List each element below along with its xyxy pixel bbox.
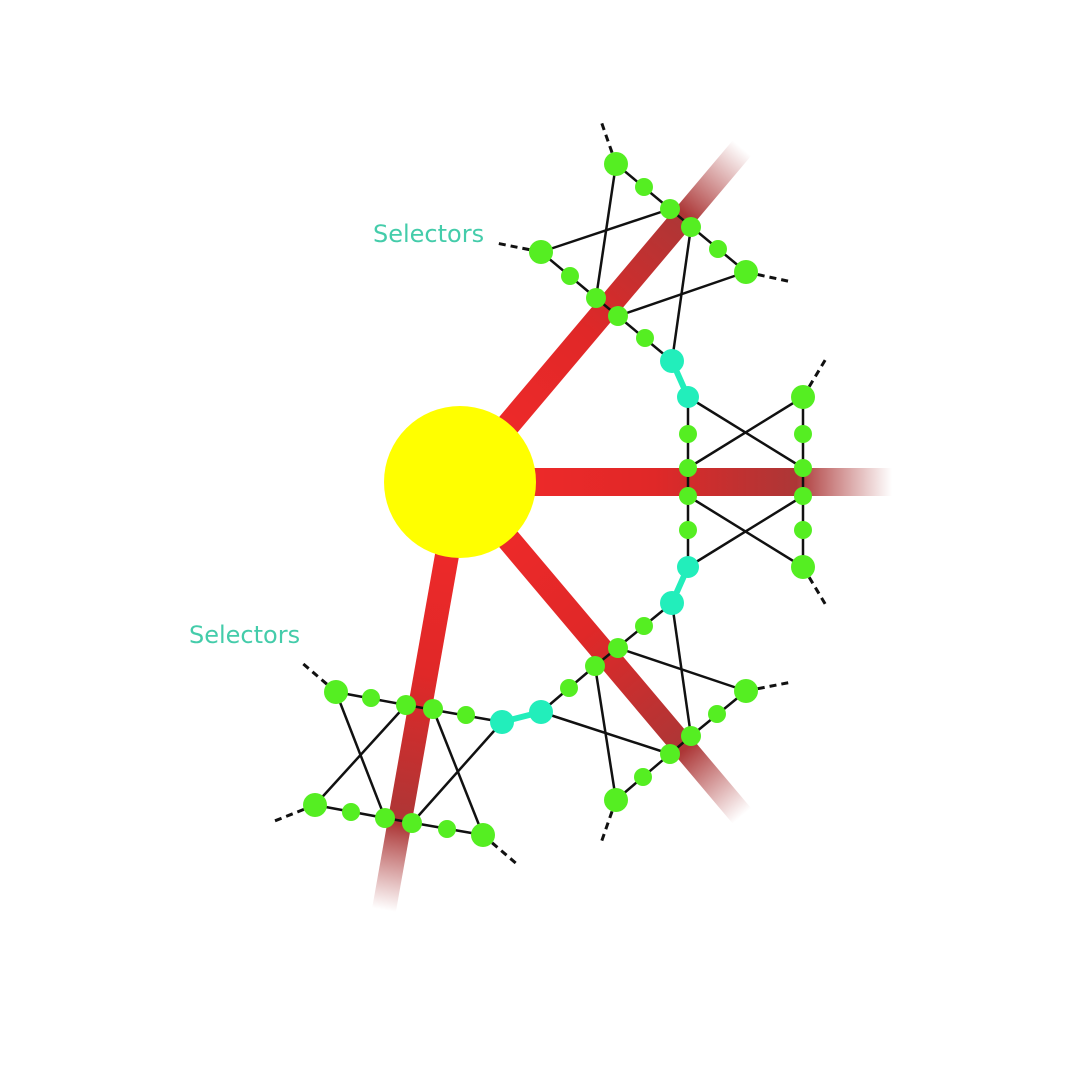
dash-ll-1 xyxy=(300,660,337,694)
node xyxy=(794,425,812,443)
selector-node xyxy=(529,700,553,724)
truss-right-d xyxy=(687,395,804,470)
node xyxy=(608,306,628,326)
node xyxy=(709,240,727,258)
node xyxy=(681,217,701,237)
node xyxy=(660,744,680,764)
node xyxy=(679,459,697,477)
selector-node xyxy=(660,349,684,373)
truss-lr-d xyxy=(617,646,747,693)
node xyxy=(362,689,380,707)
node xyxy=(708,705,726,723)
node xyxy=(560,679,578,697)
dash-right-2 xyxy=(801,566,829,608)
node xyxy=(471,823,495,847)
nodes xyxy=(303,152,815,847)
node xyxy=(604,788,628,812)
truss-top-d xyxy=(540,207,671,254)
node xyxy=(794,521,812,539)
node xyxy=(679,487,697,505)
selectors-label-bottom: Selectors xyxy=(189,621,301,649)
truss-ll-f xyxy=(411,721,503,824)
node xyxy=(681,726,701,746)
node xyxy=(794,487,812,505)
dash-lr-1 xyxy=(745,680,793,693)
selector-node xyxy=(660,591,684,615)
node xyxy=(375,808,395,828)
node xyxy=(561,267,579,285)
dash-right-1 xyxy=(801,356,829,398)
truss-lr-f xyxy=(540,710,671,756)
node xyxy=(636,329,654,347)
selector-node xyxy=(490,710,514,734)
node xyxy=(438,820,456,838)
node xyxy=(585,656,605,676)
dash-ll-2 xyxy=(271,803,316,824)
node xyxy=(604,152,628,176)
truss-top-f xyxy=(617,270,747,318)
dash-ll-3 xyxy=(482,833,519,867)
truss-right-f xyxy=(687,494,804,569)
node xyxy=(529,240,553,264)
node xyxy=(457,706,475,724)
dash-top-3 xyxy=(745,270,793,284)
node xyxy=(635,617,653,635)
selector-node xyxy=(677,386,699,408)
node xyxy=(396,695,416,715)
node xyxy=(791,385,815,409)
node xyxy=(303,793,327,817)
node xyxy=(634,768,652,786)
node xyxy=(608,638,628,658)
selector-nodes xyxy=(490,349,699,734)
node xyxy=(679,425,697,443)
truss-ll-d xyxy=(314,704,407,806)
dash-lr-2 xyxy=(599,799,618,844)
node xyxy=(679,521,697,539)
node xyxy=(324,680,348,704)
dashed-extensions xyxy=(271,120,829,867)
node xyxy=(791,555,815,579)
node xyxy=(402,813,422,833)
node xyxy=(423,699,443,719)
node xyxy=(794,459,812,477)
node xyxy=(342,803,360,821)
hub-circle xyxy=(384,406,536,558)
node xyxy=(734,679,758,703)
dash-top-1 xyxy=(599,120,618,165)
node xyxy=(660,199,680,219)
dash-top-2 xyxy=(495,241,542,254)
node xyxy=(635,178,653,196)
selector-node xyxy=(677,556,699,578)
node xyxy=(734,260,758,284)
node xyxy=(586,288,606,308)
selectors-label-top: Selectors xyxy=(373,220,485,248)
